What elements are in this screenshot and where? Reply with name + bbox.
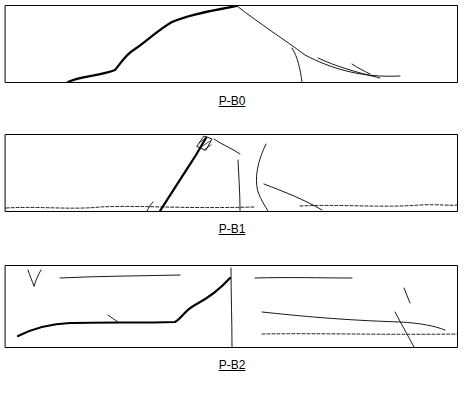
- specimen-label: P-B1: [219, 222, 246, 236]
- debonding-line: [262, 333, 457, 335]
- beam-outline: [6, 6, 458, 83]
- crack: [238, 160, 240, 211]
- crack: [318, 58, 380, 78]
- main-crack: [160, 138, 206, 211]
- debonding-line: [300, 205, 457, 206]
- crack: [256, 144, 268, 211]
- spalling-area: [197, 136, 212, 150]
- main-crack: [68, 6, 237, 82]
- crack: [292, 48, 302, 82]
- crack: [264, 184, 322, 210]
- beam-outline: [6, 266, 458, 348]
- debonding-line: [6, 206, 255, 208]
- crack: [395, 312, 414, 347]
- crack: [214, 139, 240, 154]
- crack: [352, 64, 370, 74]
- crack: [255, 277, 352, 278]
- specimen-label: P-B0: [219, 94, 246, 108]
- specimen-label: P-B2: [219, 358, 246, 372]
- crack: [28, 270, 41, 286]
- crack: [231, 268, 232, 347]
- crack: [60, 275, 180, 278]
- crack: [237, 6, 400, 76]
- hatching: [199, 137, 211, 150]
- crack: [108, 315, 118, 322]
- main-crack: [18, 278, 230, 336]
- crack: [262, 312, 445, 330]
- crack: [147, 202, 153, 211]
- beam-outline: [6, 135, 458, 212]
- crack: [404, 288, 410, 303]
